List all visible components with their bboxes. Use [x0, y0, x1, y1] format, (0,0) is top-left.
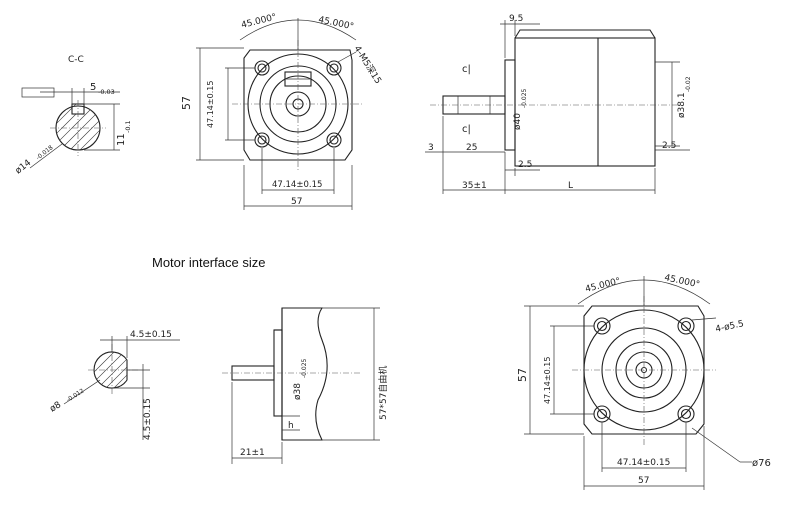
bottom-flange-outline	[583, 305, 705, 435]
top-body-dia: ø38.1	[677, 92, 687, 118]
bottom-pilot-dia: ø38	[293, 383, 303, 400]
top-dim-L: L	[568, 181, 573, 191]
bottom-shaft-dia: ø8	[48, 400, 63, 415]
top-body-chamfer	[514, 29, 656, 39]
cc-keyway-depth-tol: -0.1	[124, 120, 132, 133]
bottom-bolt-spacing-v: 47.14±0.15	[543, 357, 552, 404]
cc-section-label: C-C	[68, 55, 84, 65]
bottom-dim-21: 21±1	[240, 448, 265, 458]
bottom-angle-left: 45.000°	[584, 276, 621, 294]
cc-shaft-dia: ø14	[14, 158, 34, 176]
top-dim-25: 25	[466, 143, 477, 153]
top-dim-3: 3	[428, 143, 434, 153]
bottom-flange-size: 57	[516, 368, 529, 382]
top-angle-right: 45.000°	[317, 15, 354, 32]
cc-keyway-depth: 11	[116, 133, 127, 146]
top-bolt-holes	[254, 60, 342, 148]
bottom-flat-width: 4.5±0.15	[130, 330, 172, 340]
bottom-bolt-spacing-h: 47.14±0.15	[617, 458, 670, 468]
bottom-outer-dia: ø76	[752, 458, 771, 469]
bottom-dim-h: h	[288, 421, 294, 431]
top-bolt-spacing-v: 47.14±0.15	[206, 81, 215, 128]
tolerance-symbol-box	[21, 87, 55, 98]
bottom-front-view: 57 47.14±0.15 47.14±0.15 57 45.000° 45.0…	[516, 273, 771, 490]
bottom-holes-callout: 4-ø5.5	[715, 319, 745, 335]
top-pilot-dia: ø40	[513, 113, 523, 130]
top-pilot-tol: -0.025	[521, 88, 528, 108]
top-angle-left: 45.000°	[240, 12, 277, 30]
top-dim-9-5: 9.5	[509, 14, 523, 24]
top-dim-2-5b: 2.5	[662, 141, 676, 151]
bottom-flange-width: 57	[638, 476, 649, 486]
top-body-dia-tol: -0.02	[685, 76, 692, 92]
cc-keyway-width-tol: -0.03	[98, 88, 115, 96]
bottom-side-view: ø38 -0.025 h 57*57自由机 21±1	[222, 307, 389, 464]
bottom-motor-size: 57*57自由机	[377, 366, 389, 420]
top-holes-callout: 4-M5深15	[351, 44, 383, 86]
top-bolt-spacing-h: 47.14±0.15	[272, 180, 322, 190]
top-section-mark-bottom: c|	[462, 124, 471, 135]
bottom-pilot-tol: -0.025	[301, 358, 308, 378]
bottom-shaft-section: 4.5±0.15 4.5±0.15 ø8 -0.012	[48, 330, 180, 440]
top-flange-outline	[243, 49, 353, 161]
top-flange-size: 57	[180, 96, 193, 110]
section-title: Motor interface size	[152, 255, 266, 270]
cc-shaft-dia-tol: -0.018	[35, 144, 55, 162]
top-shaft-section: C-C 5 -0.03	[14, 55, 132, 176]
top-flange-width: 57	[291, 197, 302, 207]
bottom-flat-height: 4.5±0.15	[143, 398, 153, 440]
top-section-mark-top: c|	[462, 64, 471, 75]
top-front-view: 57 47.14±0.15 47.14±0.15 57 45.000° 45.0…	[180, 12, 384, 210]
top-dim-35: 35±1	[462, 181, 487, 191]
top-side-view: c| c| 9.5 ø40 -0.025 ø38.1 -0.02 3 25 2.…	[425, 14, 692, 194]
bottom-motor-body	[281, 307, 328, 441]
top-dim-2-5a: 2.5	[518, 160, 532, 170]
top-gearbox-body	[514, 37, 656, 167]
bottom-shaft-dia-tol: -0.012	[65, 387, 85, 403]
cc-keyway-width: 5	[90, 82, 96, 93]
